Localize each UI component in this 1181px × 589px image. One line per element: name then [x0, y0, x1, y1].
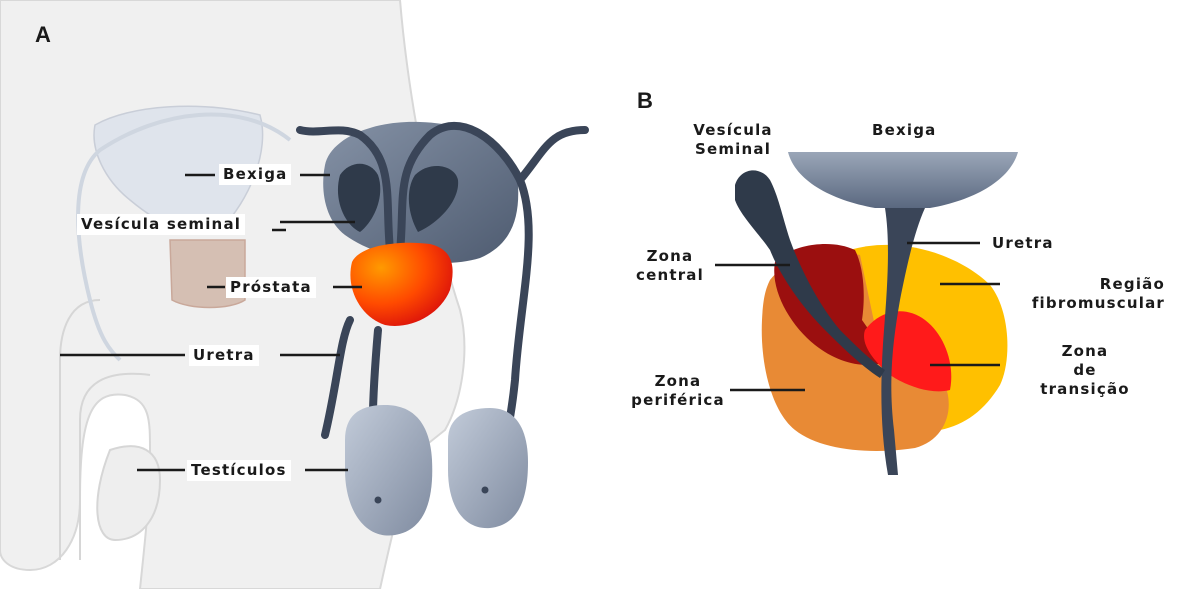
label-central-zone-line2: central — [628, 266, 712, 285]
label-central-zone: Zona central — [628, 247, 712, 285]
testicle-left — [345, 405, 432, 536]
label-prostate-a: Próstata — [226, 277, 316, 298]
label-transition-zone: Zona de transição — [1025, 342, 1145, 399]
label-fibromuscular-line1: Região — [1020, 275, 1165, 294]
panel-a-letter: A — [35, 22, 51, 48]
label-bladder-b: Bexiga — [872, 121, 936, 140]
label-transition-zone-line2: de — [1025, 361, 1145, 380]
label-urethra-a: Uretra — [189, 345, 259, 366]
label-transition-zone-line3: transição — [1025, 380, 1145, 399]
panel-b-illustration — [715, 152, 1018, 475]
label-urethra-b: Uretra — [992, 234, 1054, 253]
label-seminal-vesicle-b: Vesícula Seminal — [678, 121, 788, 159]
label-central-zone-line1: Zona — [628, 247, 712, 266]
label-fibromuscular-line2: fibromuscular — [1020, 294, 1165, 313]
label-seminal-vesicle-b-line2: Seminal — [678, 140, 788, 159]
bladder-bowl — [788, 152, 1018, 208]
label-peripheral-zone-line2: periférica — [628, 391, 728, 410]
label-fibromuscular: Região fibromuscular — [1020, 275, 1165, 313]
panel-b-letter: B — [637, 88, 653, 114]
label-seminal-vesicle-a: Vesícula seminal — [77, 214, 245, 235]
testicle-right — [448, 408, 528, 528]
label-peripheral-zone: Zona periférica — [628, 372, 728, 410]
label-peripheral-zone-line1: Zona — [628, 372, 728, 391]
label-testicles-a: Testículos — [187, 460, 291, 481]
label-seminal-vesicle-b-line1: Vesícula — [678, 121, 788, 140]
label-bladder-a: Bexiga — [219, 164, 291, 185]
label-transition-zone-line1: Zona — [1025, 342, 1145, 361]
